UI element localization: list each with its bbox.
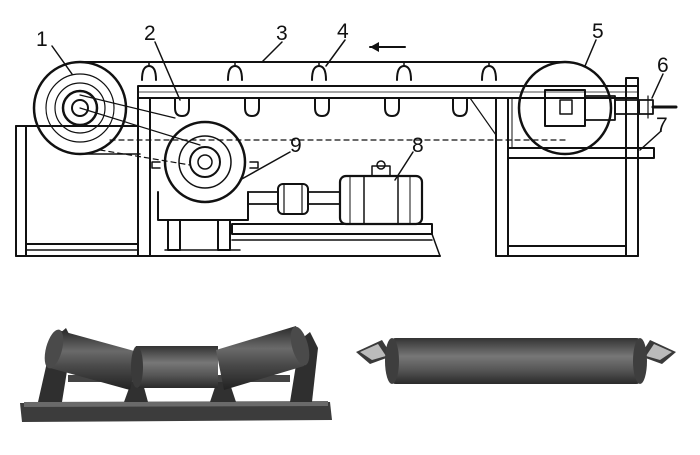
direction-arrow-icon xyxy=(369,42,406,52)
callout-7: 7 xyxy=(656,114,668,137)
troughed-idler-set xyxy=(20,326,332,422)
callout-1: 1 xyxy=(36,28,48,51)
right-support-frame xyxy=(469,77,655,257)
frame-beam xyxy=(137,85,639,99)
callout-3: 3 xyxy=(276,22,288,45)
reducer-gearbox xyxy=(149,120,259,257)
lower-hangers xyxy=(174,97,468,117)
callout-5: 5 xyxy=(592,20,604,43)
motor-assembly xyxy=(231,160,441,257)
single-idler-roller xyxy=(356,338,676,384)
callout-2: 2 xyxy=(144,22,156,45)
callout-6: 6 xyxy=(657,54,669,77)
callout-4: 4 xyxy=(337,20,349,43)
callout-labels: 1 2 3 4 5 6 7 8 9 xyxy=(36,20,669,157)
drive-chain xyxy=(79,94,201,166)
upper-hangers xyxy=(141,61,497,81)
conveyor-diagram: 1 2 3 4 5 6 7 8 9 xyxy=(15,20,678,257)
callout-9: 9 xyxy=(290,134,302,157)
left-support-frame xyxy=(15,97,151,257)
callout-8: 8 xyxy=(412,134,424,157)
tail-pulley xyxy=(517,60,616,156)
conveyor-belt xyxy=(79,61,566,155)
callout-leaders xyxy=(51,39,664,181)
